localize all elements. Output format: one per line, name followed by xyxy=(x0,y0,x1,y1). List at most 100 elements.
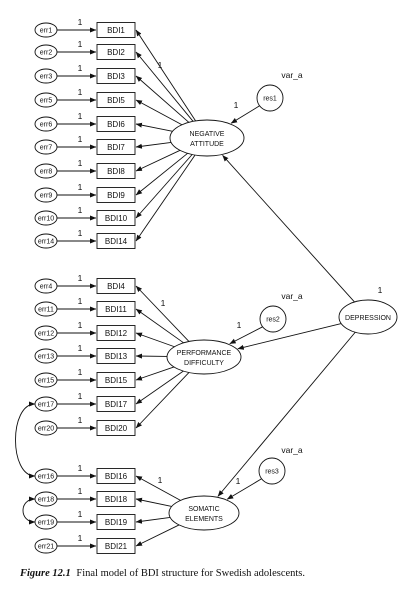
error-path-label: 1 xyxy=(78,391,83,401)
item-box xyxy=(96,210,136,226)
error-path-label: 1 xyxy=(78,182,83,192)
item-box xyxy=(96,468,136,484)
item-label: BDI3 xyxy=(107,72,125,81)
item-label: BDI15 xyxy=(105,376,128,385)
error-path-label: 1 xyxy=(78,228,83,238)
factor-ellipse-depression xyxy=(338,299,398,335)
item-label: BDI17 xyxy=(105,400,128,409)
error-path-label: 1 xyxy=(78,533,83,543)
error-path-label: 1 xyxy=(78,463,83,473)
loading-arrow xyxy=(135,497,172,507)
loading-arrow xyxy=(135,332,175,348)
item-label: BDI18 xyxy=(105,495,128,504)
error-label: err20 xyxy=(38,426,54,433)
error-path-label: 1 xyxy=(78,296,83,306)
error-ellipse xyxy=(34,301,58,317)
error-ellipse xyxy=(34,210,58,226)
item-box xyxy=(96,92,136,108)
factor-label-depression: DEPRESSION xyxy=(345,315,391,322)
depression-variance-label: 1 xyxy=(378,285,383,295)
loading-arrow xyxy=(135,99,183,126)
error-ellipse xyxy=(34,163,58,179)
loading-arrow xyxy=(135,154,193,219)
item-label: BDI7 xyxy=(107,143,125,152)
loading-arrow xyxy=(135,366,175,381)
item-label: BDI16 xyxy=(105,472,128,481)
error-label: err21 xyxy=(38,544,54,551)
item-box xyxy=(96,325,136,341)
residual-circle xyxy=(256,84,284,112)
error-ellipse xyxy=(34,116,58,132)
item-box xyxy=(96,233,136,249)
item-box xyxy=(96,139,136,155)
error-path-label: 1 xyxy=(78,367,83,377)
item-box xyxy=(96,301,136,317)
error-correlation-curve xyxy=(15,401,36,479)
error-ellipse xyxy=(34,348,58,364)
loading-label: 1 xyxy=(158,60,163,70)
residual-variance-label: var_a xyxy=(281,70,303,80)
item-box xyxy=(96,372,136,388)
loading-arrow xyxy=(135,516,171,524)
figure-label: Figure 12.1 xyxy=(20,568,71,579)
error-ellipse xyxy=(34,44,58,60)
error-ellipse xyxy=(34,278,58,294)
error-path-label: 1 xyxy=(78,486,83,496)
loading-arrow xyxy=(135,29,196,122)
loading-arrow xyxy=(135,370,184,405)
error-label: err7 xyxy=(40,145,53,152)
residual-path-label: 1 xyxy=(237,320,242,330)
item-box xyxy=(96,163,136,179)
loading-arrow xyxy=(135,475,181,501)
error-path-label: 1 xyxy=(78,134,83,144)
error-label: err3 xyxy=(40,74,53,81)
factor-label-performance: DIFFICULTY xyxy=(184,360,224,367)
factor-label-performance: PERFORMANCE xyxy=(177,350,232,357)
error-ellipse xyxy=(34,233,58,249)
error-label: err9 xyxy=(40,193,53,200)
factor-label-negative: NEGATIVE xyxy=(190,131,225,138)
caption-text: Final model of BDI structure for Swedish… xyxy=(76,568,306,579)
item-box xyxy=(96,187,136,203)
residual-variance-label: var_a xyxy=(281,445,303,455)
error-correlation-curve xyxy=(22,496,36,525)
error-label: err18 xyxy=(38,497,54,504)
loading-arrow xyxy=(135,154,196,242)
error-label: err2 xyxy=(40,50,53,57)
error-ellipse xyxy=(34,92,58,108)
error-path-label: 1 xyxy=(78,343,83,353)
error-label: err8 xyxy=(40,169,53,176)
error-path-label: 1 xyxy=(78,111,83,121)
item-box xyxy=(96,538,136,554)
item-label: BDI9 xyxy=(107,191,125,200)
error-ellipse xyxy=(34,22,58,38)
factor-label-somatic: SOMATIC xyxy=(188,506,219,513)
item-box xyxy=(96,278,136,294)
loading-label: 1 xyxy=(158,475,163,485)
item-label: BDI1 xyxy=(107,26,125,35)
factor-ellipse-performance xyxy=(166,339,242,375)
error-label: err15 xyxy=(38,378,54,385)
error-ellipse xyxy=(34,187,58,203)
error-path-label: 1 xyxy=(78,39,83,49)
residual-label: res2 xyxy=(266,317,280,324)
loading-arrow xyxy=(135,152,188,196)
error-ellipse xyxy=(34,325,58,341)
item-label: BDI11 xyxy=(105,305,127,314)
item-box xyxy=(96,68,136,84)
item-label: BDI4 xyxy=(107,282,125,291)
loading-arrow xyxy=(135,524,180,547)
residual-path xyxy=(230,105,260,124)
item-label: BDI6 xyxy=(107,120,125,129)
residual-path-label: 1 xyxy=(236,476,241,486)
residual-path xyxy=(229,326,263,345)
item-box xyxy=(96,491,136,507)
error-label: err16 xyxy=(38,474,54,481)
item-box xyxy=(96,514,136,530)
error-ellipse xyxy=(34,372,58,388)
error-path-label: 1 xyxy=(78,273,83,283)
residual-variance-label: var_a xyxy=(281,291,303,301)
loading-label: 1 xyxy=(161,298,166,308)
error-label: err12 xyxy=(38,331,54,338)
